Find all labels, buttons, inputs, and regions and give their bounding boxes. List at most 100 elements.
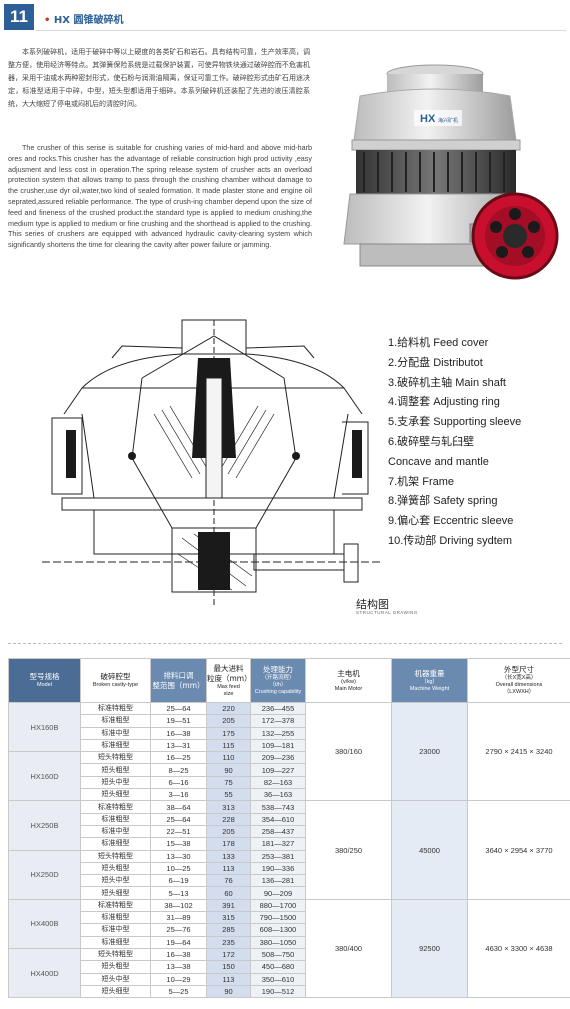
cavity-cell: 短头粗型 [80,960,151,974]
capacity-cell: 109—181 [250,738,306,753]
cavity-cell: 标准中型 [80,726,151,740]
part-item: 3.破碎机主轴 Main shaft [388,376,506,389]
dimensions-cell: 2790 × 2415 × 3240 [467,701,570,802]
page-title: • HX 圆锥破碎机 [44,11,123,26]
cavity-cell: 短头粗型 [80,861,151,876]
page-number: 11 [4,4,34,30]
feed-cell: 113 [206,972,251,986]
cavity-cell: 短头中型 [80,775,151,790]
discharge-cell: 6—16 [150,775,207,790]
capacity-cell: 190—336 [250,861,306,876]
part-item: 6.破碎壁与轧臼壁 [388,435,475,448]
feed-cell: 235 [206,935,251,949]
discharge-cell: 16—38 [150,947,207,962]
feed-cell: 55 [206,788,251,802]
cavity-cell: 标准细型 [80,837,151,851]
weight-cell: 92500 [391,898,468,999]
cavity-cell: 标准粗型 [80,911,151,925]
capacity-cell: 538—743 [250,800,306,814]
feed-cell: 205 [206,714,251,728]
discharge-cell: 13—38 [150,960,207,974]
capacity-cell: 608—1300 [250,923,306,937]
capacity-cell: 450—680 [250,960,306,974]
parts-list: 1.给料机 Feed cover 2.分配盘 Distributot 3.破碎机… [388,334,570,552]
cavity-cell: 短头特粗型 [80,751,151,765]
feed-cell: 178 [206,837,251,851]
cavity-cell: 标准中型 [80,923,151,937]
feed-cell: 228 [206,812,251,826]
part-item: 10.传动部 Driving sydtem [388,534,513,547]
discharge-cell: 25—76 [150,923,207,937]
capacity-cell: 258—437 [250,824,306,839]
cavity-cell: 短头细型 [80,886,151,900]
capacity-cell: 172—378 [250,714,306,728]
feed-cell: 75 [206,775,251,790]
cavity-cell: 标准细型 [80,935,151,949]
cavity-cell: 标准粗型 [80,714,151,728]
weight-cell: 45000 [391,800,468,900]
feed-cell: 76 [206,874,251,888]
part-item: 4.调整套 Adjusting ring [388,396,500,409]
part-item: Concave and mantle [388,455,489,468]
capacity-cell: 350—610 [250,972,306,986]
capacity-cell: 181—327 [250,837,306,851]
discharge-cell: 38—64 [150,800,207,814]
col-capacity: 处理能力（开路流程）（t/h）Crushing capability [250,658,306,703]
col-motor: 主电机(v/kw)Main Motor [305,658,392,703]
discharge-cell: 5—13 [150,886,207,900]
capacity-cell: 209—236 [250,751,306,765]
motor-cell: 380/160 [305,701,392,802]
feed-cell: 315 [206,911,251,925]
feed-cell: 60 [206,886,251,900]
discharge-cell: 15—38 [150,837,207,851]
feed-cell: 172 [206,947,251,962]
capacity-cell: 253—381 [250,849,306,863]
capacity-cell: 132—255 [250,726,306,740]
discharge-cell: 19—51 [150,714,207,728]
cavity-cell: 短头特粗型 [80,947,151,962]
part-item: 5.支承套 Supporting sleeve [388,416,522,429]
model-cell: HX250B [8,800,81,851]
cavity-cell: 短头中型 [80,874,151,888]
feed-cell: 285 [206,923,251,937]
capacity-cell: 82—163 [250,775,306,790]
capacity-cell: 880—1700 [250,898,306,913]
feed-cell: 110 [206,751,251,765]
motor-cell: 380/400 [305,898,392,999]
cavity-cell: 标准特粗型 [80,800,151,814]
structural-drawing [42,319,380,608]
capacity-cell: 90—209 [250,886,306,900]
discharge-cell: 19—64 [150,935,207,949]
part-item: 2.分配盘 Distributot [388,356,483,369]
part-item: 8.弹簧部 Safety spring [388,495,498,508]
discharge-cell: 5—25 [150,984,207,999]
cavity-cell: 短头中型 [80,972,151,986]
model-cell: HX400B [8,898,81,949]
col-dimensions: 外型尺寸（长X宽X高）Overall dimensions（LXWXH） [467,658,570,703]
capacity-cell: 790—1500 [250,911,306,925]
model-cell: HX160D [8,751,81,802]
title-text: 圆锥破碎机 [73,15,124,26]
bullet-icon: • [44,15,51,26]
weight-cell: 23000 [391,701,468,802]
structure-title: 结构图 [356,598,389,611]
